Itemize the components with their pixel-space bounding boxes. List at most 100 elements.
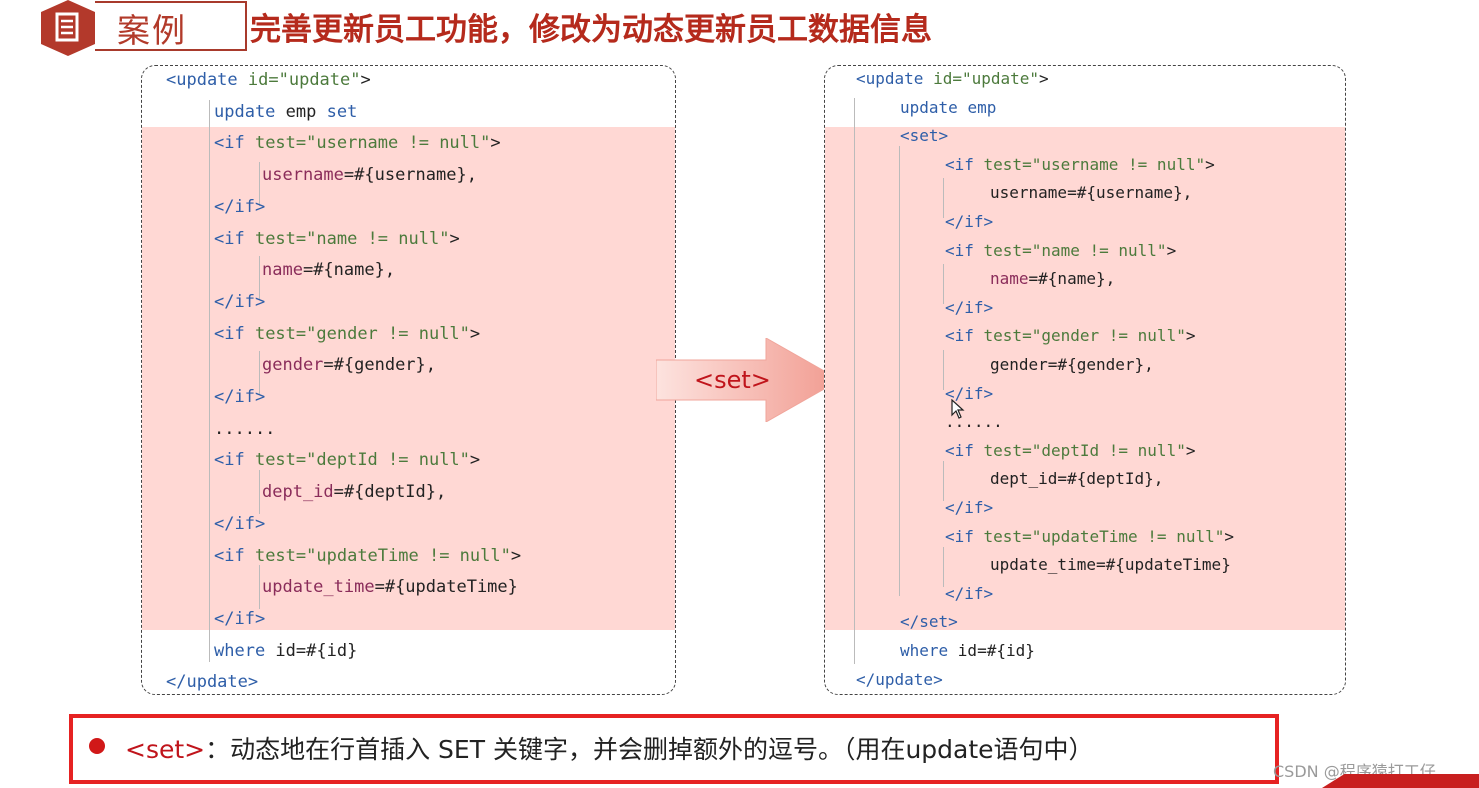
code-line: <if test="updateTime != null"> <box>214 546 521 566</box>
code-token: <if <box>945 326 984 346</box>
code-token: "username != null" <box>1031 154 1206 174</box>
code-token: update_time=#{updateTime} <box>990 555 1231 575</box>
code-token: <if <box>945 154 984 174</box>
arrow-label: <set> <box>694 366 771 394</box>
code-panel-after: <update id="update"> update emp <set> <if t… <box>824 65 1346 695</box>
code-token: <if <box>214 323 255 344</box>
code-line: <update id="update"> <box>856 69 1049 88</box>
code-token: <if <box>214 450 255 471</box>
code-token: update <box>214 101 286 122</box>
code-token: username=#{username}, <box>990 183 1193 203</box>
code-token: test= <box>254 228 307 249</box>
code-token: set <box>326 101 358 122</box>
mouse-cursor-icon <box>951 399 965 419</box>
note-tag: <set> <box>125 735 206 764</box>
code-line: <if test="gender != null"> <box>945 326 1195 345</box>
code-token: > <box>469 323 481 344</box>
code-token: name <box>262 260 303 281</box>
code-line: </if> <box>214 387 265 407</box>
code-token: </if> <box>945 212 994 231</box>
code-token: dept_id=#{deptId}, <box>990 469 1164 489</box>
code-token: "deptId != null" <box>306 450 470 471</box>
code-token: "gender != null" <box>1031 326 1186 346</box>
code-token: test= <box>254 323 307 344</box>
code-token: <if <box>945 526 984 546</box>
code-token: "name != null" <box>1031 240 1167 260</box>
code-token: <if <box>945 440 984 460</box>
code-token: update_time <box>262 577 375 598</box>
code-token: "updateTime != null" <box>306 545 511 566</box>
code-token: test= <box>254 133 307 154</box>
code-token: "update" <box>278 70 361 90</box>
case-badge: 案例 <box>39 0 247 56</box>
code-token: > <box>1185 326 1196 346</box>
code-token: <update <box>166 70 248 90</box>
code-token: =#{name}, <box>1028 269 1116 289</box>
corner-decoration <box>1322 774 1479 788</box>
code-panel-before: <update id="update">update emp set<if te… <box>141 65 676 695</box>
note-text: ：动态地在行首插入 SET 关键字，并会删掉额外的逗号。（用在update语句中… <box>205 735 1094 764</box>
code-token: > <box>1224 526 1234 546</box>
code-line: <if test="name != null"> <box>214 229 460 249</box>
code-token: <if <box>214 133 255 154</box>
code-line: username=#{username}, <box>262 165 477 185</box>
code-token: "username != null" <box>306 133 491 154</box>
code-token: "name != null" <box>306 228 450 249</box>
code-line: </update> <box>166 672 258 692</box>
code-token: test= <box>983 440 1032 460</box>
code-line: <if test="username != null"> <box>214 133 501 153</box>
code-token: emp <box>967 97 997 117</box>
code-line: <if test="name != null"> <box>945 241 1176 260</box>
code-token: > <box>510 545 522 566</box>
code-token: "updateTime != null" <box>1031 526 1225 546</box>
code-token: id= <box>247 70 279 90</box>
code-line: <update id="update"> <box>166 70 371 90</box>
code-token: </if> <box>945 498 994 517</box>
code-block-after: <update id="update"> update emp <set> <if t… <box>825 66 1345 694</box>
code-token: </if> <box>214 608 266 629</box>
code-line: </if> <box>945 298 993 317</box>
code-token: "gender != null" <box>306 323 470 344</box>
bullet-icon <box>89 738 105 754</box>
code-line: <if test="deptId != null"> <box>945 441 1195 460</box>
code-token: </if> <box>945 383 994 403</box>
code-token: username <box>262 165 344 186</box>
code-token: > <box>1039 69 1049 88</box>
code-token: test= <box>254 450 307 471</box>
code-token: </update> <box>856 669 943 689</box>
case-badge-label: 案例 <box>117 11 187 50</box>
code-token: <set> <box>900 126 949 146</box>
code-line: update_time=#{updateTime} <box>990 555 1231 574</box>
code-token: ...... <box>214 418 276 439</box>
code-token: id= <box>933 69 962 88</box>
code-line: <if test="updateTime != null"> <box>945 527 1234 546</box>
code-line: </if> <box>945 384 993 403</box>
highlight-band <box>142 127 675 630</box>
code-token: name <box>990 269 1029 289</box>
code-line: update emp <box>900 98 996 117</box>
code-token: > <box>449 228 460 249</box>
note-box: <set>：动态地在行首插入 SET 关键字，并会删掉额外的逗号。（用在upda… <box>69 714 1279 784</box>
code-token: test= <box>254 545 307 566</box>
page-title: 完善更新员工功能，修改为动态更新员工数据信息 <box>250 12 932 48</box>
code-block-before: <update id="update">update emp set<if te… <box>142 66 675 694</box>
code-token: <update <box>856 69 934 88</box>
code-token: </if> <box>945 297 994 317</box>
code-token: gender <box>262 355 324 376</box>
code-line: where id=#{id} <box>900 641 1035 660</box>
code-token: <if <box>214 228 255 249</box>
code-line: gender=#{gender}, <box>990 355 1154 374</box>
code-line: <if test="username != null"> <box>945 155 1215 174</box>
code-line: </if> <box>214 514 265 534</box>
code-line: </if> <box>945 212 993 231</box>
code-token: =#{gender}, <box>323 355 437 376</box>
code-token: test= <box>983 526 1032 546</box>
code-token: test= <box>983 154 1032 174</box>
code-token: > <box>1166 240 1177 260</box>
code-token: id=#{id} <box>957 641 1035 660</box>
code-token: > <box>490 133 501 154</box>
code-token: where <box>214 640 276 661</box>
code-line: name=#{name}, <box>990 269 1115 288</box>
code-token: > <box>469 450 481 471</box>
highlight-band <box>825 127 1345 630</box>
